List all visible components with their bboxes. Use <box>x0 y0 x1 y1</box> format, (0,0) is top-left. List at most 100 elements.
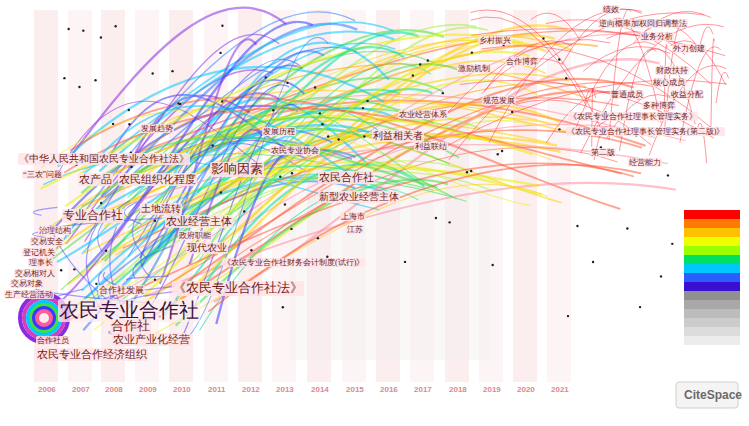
keyword-dot <box>130 166 132 168</box>
keyword-dot <box>211 144 213 146</box>
keyword-label: 《中华人民共和国农民专业合作社法》 <box>18 153 190 165</box>
keyword-dots <box>60 19 674 318</box>
keyword-label: 农民合作社 <box>318 171 375 184</box>
keyword-dot <box>471 51 473 53</box>
link-curve <box>58 163 633 325</box>
keyword-label: 发展历程 <box>262 127 296 136</box>
keyword-label: 农民组织化程度 <box>118 173 197 186</box>
keyword-label: 核心成员 <box>652 78 686 87</box>
keyword-label: 农民专业合作经济组织 <box>36 348 148 361</box>
keyword-dot <box>94 79 96 81</box>
keyword-dot <box>63 77 65 79</box>
keyword-dot <box>497 153 499 155</box>
keyword-label: 农业产业化经营 <box>112 333 191 346</box>
keyword-label: 理事长 <box>28 258 54 267</box>
link-curve <box>104 167 539 227</box>
link-curve <box>176 180 448 326</box>
year-label: 2006 <box>38 386 56 395</box>
link-curve <box>127 276 169 280</box>
keyword-dot <box>501 150 503 152</box>
year-label: 2012 <box>242 386 260 395</box>
keyword-label: 业务分析 <box>640 32 674 41</box>
keyword-dot <box>626 227 628 229</box>
keyword-dot <box>592 261 594 263</box>
keyword-dot <box>291 172 293 174</box>
color-band <box>684 210 740 219</box>
year-label: 2021 <box>551 386 569 395</box>
year-label: 2015 <box>346 386 364 395</box>
keyword-label: 交易对象 <box>10 279 44 288</box>
keyword-label: 《农民专业合作社财务会计制度(试行)》 <box>222 258 365 267</box>
keyword-label: 合作社 <box>110 319 151 334</box>
keyword-label: 收益分配 <box>670 90 704 99</box>
link-curve <box>94 40 512 330</box>
keyword-dot <box>435 217 437 219</box>
link-curve <box>155 184 548 334</box>
keyword-label: 多种博弈 <box>642 101 676 110</box>
keyword-dot <box>100 36 102 38</box>
year-label: 2020 <box>517 386 535 395</box>
keyword-dot <box>154 278 156 280</box>
color-band <box>684 237 740 246</box>
keyword-label: 规范发展 <box>482 96 516 105</box>
keyword-dot <box>154 220 156 222</box>
keyword-dot <box>128 109 130 111</box>
link-curve <box>141 235 163 277</box>
keyword-label: 经营能力 <box>628 158 662 167</box>
color-band <box>684 309 740 318</box>
link-curve <box>216 151 301 324</box>
link-curve <box>471 29 725 56</box>
keyword-dot <box>177 102 179 104</box>
hub-ring <box>31 305 57 331</box>
link-curve <box>716 72 728 103</box>
link-curve <box>177 35 554 301</box>
keyword-dot <box>282 306 284 308</box>
keyword-label: 现代农业 <box>186 242 228 254</box>
keyword-label: 合作博弈 <box>505 57 539 66</box>
keyword-label: 外力创建 <box>672 44 706 53</box>
keyword-label: 新型农业经营主体 <box>318 191 400 203</box>
keyword-dot <box>95 283 97 285</box>
link-curve <box>191 104 560 206</box>
link-curve <box>120 26 568 318</box>
keyword-label: 合作社发展 <box>98 285 145 295</box>
keyword-dot <box>558 128 560 130</box>
keyword-label: 利益相关者 <box>372 130 424 142</box>
keyword-dot <box>221 100 223 102</box>
hub-ring <box>34 308 54 328</box>
hub-ring <box>28 302 60 334</box>
year-label: 2018 <box>449 386 467 395</box>
color-band <box>684 255 740 264</box>
keyword-label: 逆向概率加权回归调整法 <box>598 19 688 28</box>
link-curve <box>197 47 404 192</box>
keyword-label: 发展趋势 <box>140 124 174 133</box>
keyword-dot <box>317 237 319 239</box>
link-curve <box>83 117 547 253</box>
keyword-dot <box>171 70 173 72</box>
keyword-label: 生产经营活动 <box>4 290 54 299</box>
keyword-dot <box>321 123 323 125</box>
keyword-label: 《农民专业合作社理事长管理实务(第二版)》 <box>566 127 725 136</box>
keyword-dot <box>660 275 662 277</box>
keyword-dot <box>491 264 493 266</box>
keyword-dot <box>337 138 339 140</box>
keyword-label: 土地流转 <box>140 203 182 215</box>
keyword-dot <box>542 37 544 39</box>
keyword-dot <box>314 86 316 88</box>
keyword-label: 影响因素 <box>210 162 264 177</box>
keyword-dot <box>220 191 222 193</box>
year-label: 2009 <box>139 386 157 395</box>
keyword-label: 乡村振兴 <box>478 36 512 45</box>
color-band <box>684 282 740 291</box>
keyword-dot <box>404 261 406 263</box>
link-curve <box>471 17 587 106</box>
keyword-dot <box>112 123 114 125</box>
keyword-dot <box>366 100 368 102</box>
hub-ring <box>37 311 51 325</box>
color-band <box>684 336 740 345</box>
year-label: 2010 <box>173 386 191 395</box>
keyword-dot <box>470 170 472 172</box>
software-logo: CiteSpace <box>684 389 742 402</box>
keyword-dot <box>73 268 75 270</box>
keyword-dot <box>243 210 245 212</box>
